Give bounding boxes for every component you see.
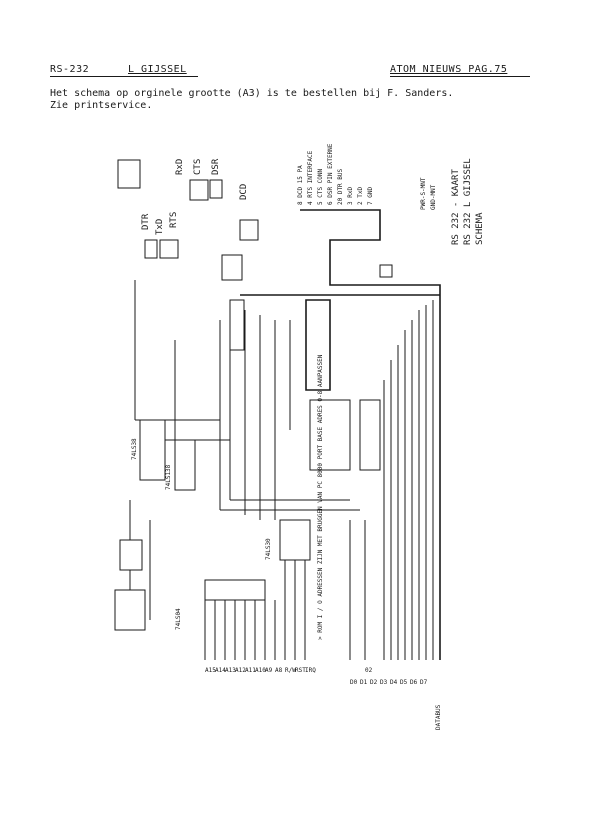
right-labels: PWR-S-MNT GND-MNT RS 232 - KAART RS 232 … (420, 158, 485, 245)
chip-74ls04 (204, 579, 266, 601)
signal-rxd: RxD (175, 159, 185, 175)
label-card-schema: SCHEMA (475, 212, 485, 245)
addr-label: A13 (225, 667, 236, 674)
addr-label: A12 (235, 667, 246, 674)
outer-frame-lines (240, 209, 441, 660)
label-card-title: RS 232 - KAART (451, 169, 461, 245)
chip-buffer (359, 399, 381, 471)
signal-dcd: DCD (239, 184, 249, 200)
chip-crystal (114, 589, 146, 631)
signal-rts: RTS (169, 212, 179, 228)
bus-label: D1 (360, 679, 368, 686)
chip-acia (229, 299, 245, 351)
bus-label: IRQ (305, 667, 316, 674)
label-pwr: PWR-S-MNT (420, 177, 427, 210)
pin-label: 5 CTS CONN (317, 168, 324, 205)
addr-label: A8 (275, 667, 283, 674)
databus-label: DATABUS (435, 704, 442, 730)
header-section-label: RS-232 (50, 64, 90, 75)
pin-label: 7 GND (367, 187, 374, 205)
ic-packages (114, 264, 393, 631)
bus-label: D5 (400, 679, 408, 686)
pin-label: 8 DCD 15 PA (297, 165, 304, 205)
signal-dsr: DSR (211, 158, 221, 175)
chip-osc (119, 539, 143, 571)
signal-dtr: DTR (141, 213, 151, 230)
bus-label: D7 (420, 679, 428, 686)
signal-labels-top: RxD CTS DSR DCD (175, 158, 249, 200)
chip-label: 74LS04 (175, 608, 182, 630)
bus-label: D4 (390, 679, 398, 686)
chip-74ls138 (279, 519, 311, 561)
pin-label: 2 TxD (357, 187, 364, 205)
header-rule-left (50, 76, 198, 77)
addr-label: A11 (245, 667, 256, 674)
label-gnd: GND-MNT (430, 184, 437, 210)
intro-line-2: Zie printservice. (50, 100, 153, 111)
note: > ROM I / O ADRESSEN ZIJN MET BRUGGEN VA… (317, 354, 324, 640)
intro-line-1: Het schema op orginele grootte (A3) is t… (50, 88, 454, 99)
line-drivers (117, 159, 259, 281)
pin-label: 4 RTS INTERFACE (307, 150, 314, 205)
chip-6522 (309, 399, 351, 471)
bus-label: RST (295, 667, 306, 674)
bus-label: D2 (370, 679, 378, 686)
chip-transistor (379, 264, 393, 278)
header-rule-right (390, 76, 530, 77)
bus-labels: D0 D1 D2 D3 D4 D5 D6 D7 R/W RST IRQ 02 (285, 667, 428, 686)
addr-label: A15 (205, 667, 216, 674)
signal-labels-left: DTR TxD RTS (141, 212, 179, 235)
pin-label: 20 DTR BUS (337, 168, 344, 205)
pin-label: 6 DSR PIN EXTERNE (327, 143, 334, 205)
bus-label: 02 (365, 667, 373, 674)
address-labels: A15 A14 A13 A12 A11 A10 A9 A8 (205, 667, 283, 674)
bus-label: D3 (380, 679, 388, 686)
chip-labels: 74LS38 74LS138 74LS30 74LS04 (131, 438, 272, 630)
signal-cts: CTS (193, 159, 203, 175)
chip-label: 74LS138 (165, 464, 172, 490)
chip-74ls30 (174, 439, 196, 491)
bus-label: D6 (410, 679, 418, 686)
chip-label: 74LS38 (131, 438, 138, 460)
pin-label: 3 RxD (347, 187, 354, 205)
chip-label: 74LS30 (265, 538, 272, 560)
label-card-author: RS 232 L GIJSSEL (463, 158, 473, 245)
header-page-reference: ATOM NIEUWS PAG.75 (390, 64, 508, 75)
addr-label: A14 (215, 667, 226, 674)
addr-label: A10 (255, 667, 266, 674)
header-author: L GIJSSEL (128, 64, 187, 75)
signal-txd: TxD (155, 219, 165, 235)
addr-label: A9 (265, 667, 273, 674)
bus-label: R/W (285, 667, 296, 674)
bus-label: D0 (350, 679, 358, 686)
chip-74ls38 (139, 419, 166, 481)
connector-pin-labels: 8 DCD 15 PA 4 RTS INTERFACE 5 CTS CONN 6… (297, 143, 374, 205)
address-note: > ROM I / O ADRESSEN ZIJN MET BRUGGEN VA… (317, 354, 324, 640)
